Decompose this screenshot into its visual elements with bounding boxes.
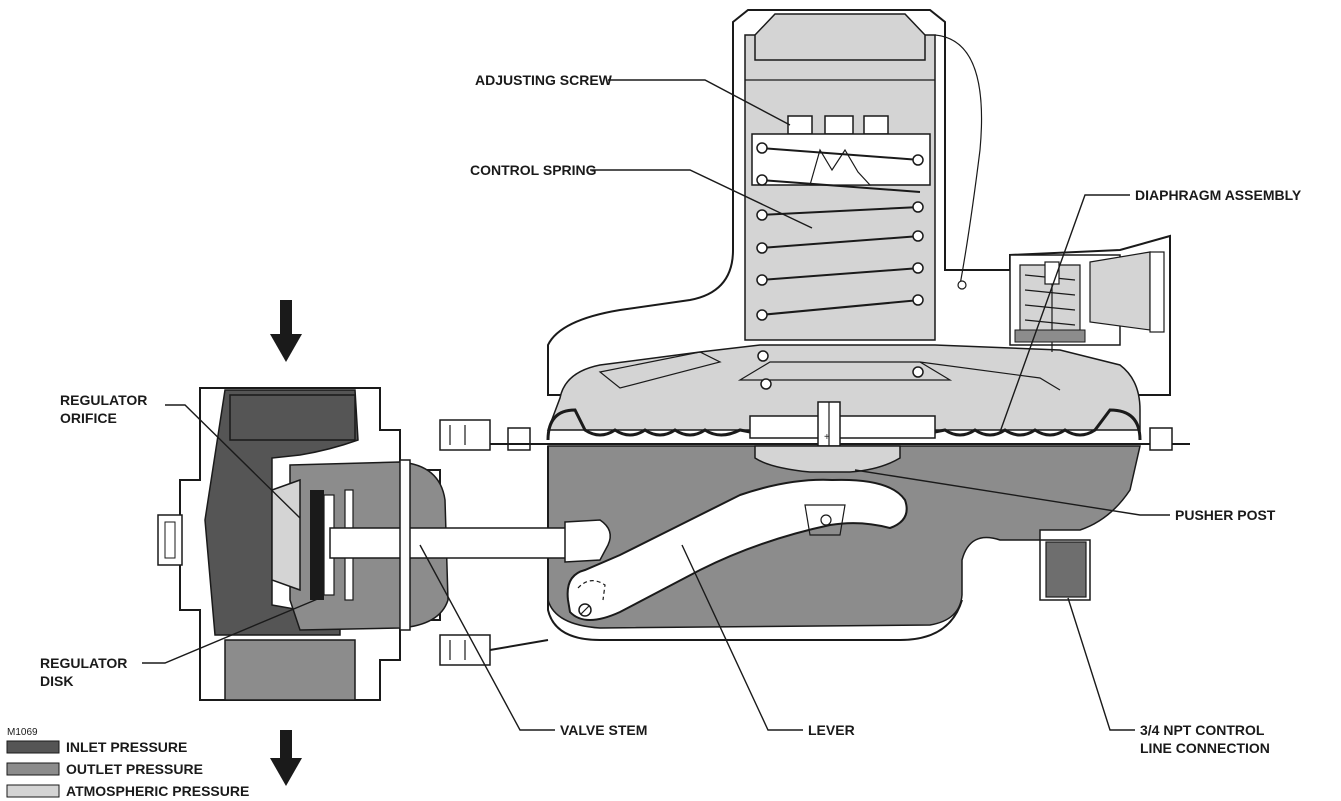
upper-diaphragm-chamber <box>546 344 1141 431</box>
legend: INLET PRESSURE OUTLET PRESSURE ATMOSPHER… <box>6 739 249 799</box>
svg-text:+: + <box>824 432 830 443</box>
control-spring <box>756 142 924 321</box>
outlet-lower-throat <box>224 639 356 701</box>
vent-tube <box>934 34 983 286</box>
spring-chamber <box>744 34 936 341</box>
label-regulator-orifice-line1: REGULATOR <box>60 392 147 408</box>
legend-label-inlet: INLET PRESSURE <box>66 739 187 755</box>
relief-linkage <box>598 350 1061 391</box>
figure-id: M1069 <box>7 727 38 738</box>
leader-valve-stem <box>419 544 555 731</box>
label-control-line-line2: LINE CONNECTION <box>1140 740 1270 756</box>
leader-regulator-disk <box>142 597 321 664</box>
legend-swatch-inlet <box>6 740 60 754</box>
spring-cap <box>754 13 926 61</box>
legend-label-outlet: OUTLET PRESSURE <box>66 761 203 777</box>
leader-adjusting-screw <box>608 79 791 126</box>
legend-swatch-atmospheric <box>6 784 60 798</box>
label-lever: LEVER <box>808 722 855 738</box>
inlet-flow-arrow <box>270 300 302 362</box>
label-pusher-post: PUSHER POST <box>1175 507 1276 523</box>
inlet-throat <box>229 394 356 441</box>
body-fittings <box>157 419 549 666</box>
label-regulator-orifice-line2: ORIFICE <box>60 410 117 426</box>
label-control-line-line1: 3/4 NPT CONTROL <box>1140 722 1265 738</box>
regulator-orifice <box>271 478 301 592</box>
label-diaphragm-assembly: DIAPHRAGM ASSEMBLY <box>1135 187 1302 203</box>
leader-diaphragm <box>999 194 1130 433</box>
label-valve-stem: VALVE STEM <box>560 722 647 738</box>
legend-swatch-outlet <box>6 762 60 776</box>
valve-stem <box>329 527 571 559</box>
leader-lever <box>681 544 803 731</box>
orifice-disk-stem <box>271 459 611 631</box>
leader-control-line <box>1067 597 1135 731</box>
flange-bolt-right <box>1149 427 1173 451</box>
label-adjusting-screw: ADJUSTING SCREW <box>475 72 613 88</box>
legend-label-atmospheric: ATMOSPHERIC PRESSURE <box>66 783 249 799</box>
lever <box>566 478 908 621</box>
label-regulator-disk-line2: DISK <box>40 673 73 689</box>
regulator-disk <box>310 490 324 600</box>
leader-regulator-orifice <box>165 404 301 519</box>
adjusting-screw <box>751 115 931 186</box>
flange-bolt-left <box>507 427 531 451</box>
label-regulator-disk-line1: REGULATOR <box>40 655 127 671</box>
label-control-spring: CONTROL SPRING <box>470 162 597 178</box>
leader-control-spring <box>590 169 813 229</box>
outlet-flow-arrow <box>270 730 302 786</box>
pusher-post <box>754 445 901 473</box>
leader-pusher-post <box>854 469 1170 516</box>
relief-vent-assembly <box>1009 251 1165 352</box>
lower-body-outline <box>547 446 963 641</box>
